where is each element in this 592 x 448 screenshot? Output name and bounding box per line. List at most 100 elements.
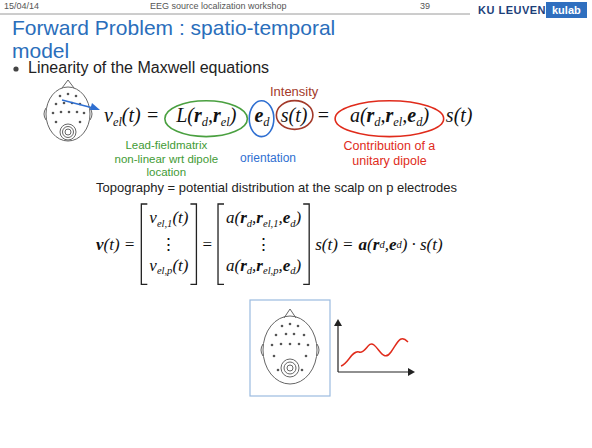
math-symbol: v [104, 104, 113, 126]
math-symbol: (t) [172, 208, 188, 227]
math-symbol: ) [230, 104, 237, 126]
math-symbol: (t) [172, 256, 188, 275]
bullet-text: Linearity of the Maxwell equations [28, 59, 269, 77]
matrix-row: a(rd,rel,p,ed) [226, 255, 301, 282]
matrix-column: vel,1(t)⋮vel,p(t) [140, 204, 197, 284]
topography-dots [271, 323, 310, 372]
math-symbol: v [149, 256, 157, 275]
math-symbol: = [202, 234, 212, 255]
math-symbol: , [278, 256, 282, 275]
annotation: Lead-fieldmatrix non-linear wrt dipole l… [114, 139, 218, 180]
math-symbol: , [252, 256, 256, 275]
math-symbol: r [194, 104, 202, 126]
math-symbol: s(t) [420, 234, 443, 255]
math-symbol: s(t) = [315, 234, 353, 255]
math-symbol: el,p [157, 265, 173, 276]
header-date: 15/04/14 [4, 1, 39, 11]
math-symbol: , [381, 104, 386, 126]
body-text: Topography = potential distribution at t… [96, 180, 457, 195]
math-symbol: d [263, 115, 269, 129]
math-symbol: a( [350, 104, 367, 126]
math-symbol: L( [176, 104, 194, 126]
page-number: 39 [420, 1, 430, 11]
math-symbol: r [386, 104, 394, 126]
math-symbol: v [96, 234, 104, 255]
head-map [44, 80, 92, 141]
topography-frame [250, 300, 330, 396]
annotation: Contribution of a unitary dipole [324, 139, 454, 168]
matrix-bracket [218, 204, 309, 284]
ellipse-highlight: ed [249, 100, 274, 137]
math-symbol: d [290, 218, 295, 229]
logo-text: KU LEUVEN [478, 4, 546, 16]
math-symbol: s(t) [281, 104, 308, 126]
math-symbol: = [318, 104, 329, 126]
header-event: EEG source localization workshop [150, 1, 287, 11]
ellipse-highlight: L(rd,rel) [164, 100, 248, 137]
matrix-equation: v(t) =vel,1(t)⋮vel,p(t)=a(rd,rel,1,ed)⋮a… [96, 204, 443, 284]
math-symbol: d [290, 265, 295, 276]
math-symbol: a( [226, 208, 240, 227]
math-symbol: ) [296, 256, 302, 275]
math-symbol: e [283, 208, 291, 227]
ellipse-highlight: s(t) [276, 100, 313, 130]
math-symbol: , [385, 234, 389, 255]
topography-map [261, 309, 319, 384]
math-symbol: , [278, 208, 282, 227]
math-symbol: a( [226, 256, 240, 275]
annotation: orientation [232, 151, 304, 165]
math-symbol: d [247, 265, 252, 276]
math-symbol: ) · [402, 234, 416, 255]
math-symbol: , [208, 104, 213, 126]
math-symbol: r [213, 104, 221, 126]
math-symbol: d [202, 115, 208, 129]
math-symbol: r [367, 104, 375, 126]
math-symbol: el,1 [157, 218, 173, 229]
math-symbol: (t) = [122, 104, 159, 126]
math-symbol: d [416, 115, 422, 129]
ellipse-highlight: a(rd,rel,ed) [334, 100, 445, 137]
math-symbol: d [379, 234, 384, 255]
time-plot [334, 319, 415, 376]
matrix-bracket [141, 204, 196, 284]
math-symbol: a [359, 234, 368, 255]
math-symbol: e [407, 104, 416, 126]
matrix-row: ⋮ [255, 234, 272, 255]
bullet-dot [13, 66, 18, 71]
math-symbol: r [256, 256, 263, 275]
matrix-row: vel,p(t) [149, 255, 188, 282]
math-symbol: ⋮ [255, 235, 272, 254]
math-symbol: , [252, 208, 256, 227]
math-symbol: el [393, 115, 402, 129]
equation: vel(t) =L(rd,rel)eds(t)=a(rd,rel,ed)s(t) [104, 100, 473, 137]
math-symbol: e [389, 234, 397, 255]
matrix-row: a(rd,rel,1,ed) [226, 207, 301, 234]
electrode-dots [52, 93, 86, 124]
math-symbol: r [256, 208, 263, 227]
math-symbol: el,p [263, 265, 279, 276]
math-symbol: ⋮ [160, 235, 177, 254]
logo-text: kulab [546, 2, 587, 18]
math-symbol: e [283, 256, 291, 275]
annotation: Intensity [259, 84, 329, 99]
header-rule [0, 14, 470, 15]
math-symbol: d [247, 218, 252, 229]
math-symbol: el [113, 115, 122, 129]
math-symbol: , [402, 104, 407, 126]
math-symbol: e [254, 104, 263, 126]
electrode-arrow [62, 100, 100, 110]
math-symbol: r [240, 208, 247, 227]
math-symbol: el,1 [263, 218, 279, 229]
slide-title: Forward Problem : spatio-temporal model [12, 16, 347, 62]
math-symbol: r [240, 256, 247, 275]
matrix-row: vel,1(t) [149, 207, 188, 234]
math-symbol: r [373, 234, 380, 255]
math-symbol: ( [367, 234, 373, 255]
math-symbol: ) [296, 208, 302, 227]
math-symbol: ) [422, 104, 429, 126]
math-symbol: d [396, 234, 401, 255]
math-symbol: (t) = [104, 234, 136, 255]
math-symbol: s(t) [446, 104, 473, 126]
matrix-row: ⋮ [160, 234, 177, 255]
math-symbol: v [149, 208, 157, 227]
